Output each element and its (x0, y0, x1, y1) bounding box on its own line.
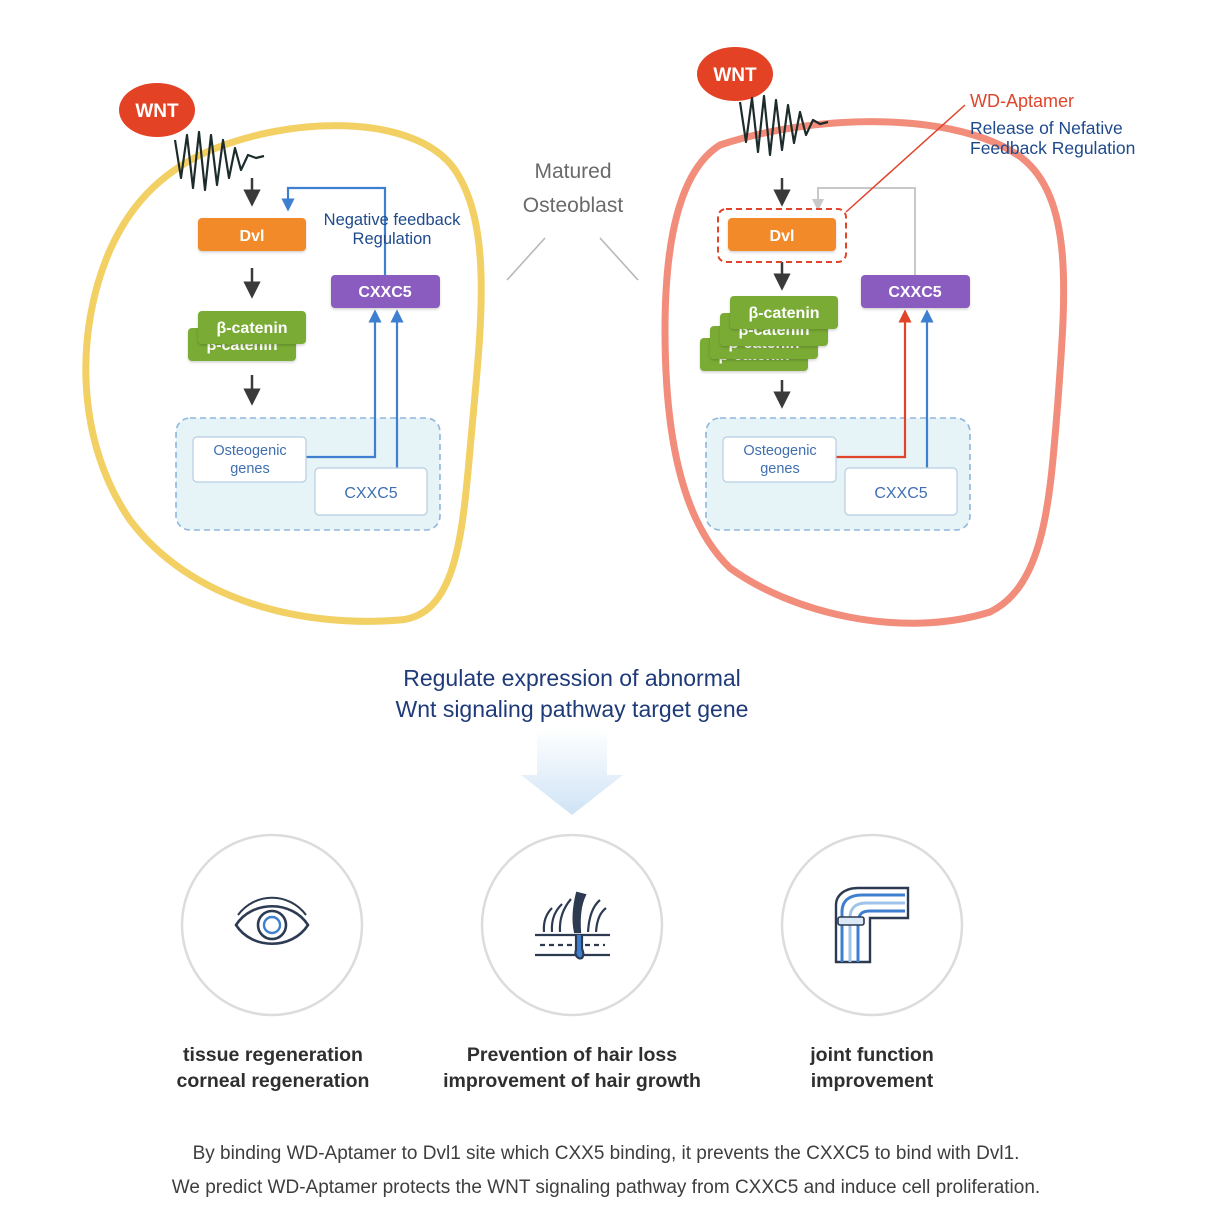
left-osteo-line2: genes (230, 461, 270, 477)
right-osteo-to-cxxc5-arrow (835, 309, 912, 459)
left-cxxc5-gene-label: CXXC5 (344, 485, 397, 502)
center-line2: Osteoblast (523, 194, 624, 217)
left-cell: WNT Dvl β-catenin β-catenin CXXC5 Negati… (82, 83, 485, 625)
left-osteo-to-cxxc5-arrow (305, 309, 382, 459)
benefit-hair (480, 833, 664, 1017)
left-cxxc5-gene-box (314, 467, 428, 516)
left-feedback-arrow (281, 186, 387, 275)
left-dvl-box (198, 218, 306, 251)
footer-line1: By binding WD-Aptamer to Dvl1 site which… (192, 1143, 1020, 1164)
benefit-caption-line2: improvement of hair growth (443, 1070, 701, 1092)
center-pointer-left (506, 237, 546, 281)
benefit-caption-line2: corneal regeneration (177, 1070, 370, 1092)
right-osteogenic-genes-box (722, 436, 837, 483)
left-cxxc5-box (331, 275, 440, 308)
right-wnt-badge (697, 47, 773, 101)
left-cxxc5-label: CXXC5 (358, 284, 411, 301)
benefit-caption-line1: Prevention of hair loss (467, 1044, 677, 1066)
right-cxxc5-gene-box (844, 467, 958, 516)
right-dvl-box (728, 218, 836, 251)
regulate-section: Regulate expression of abnormal Wnt sign… (396, 665, 749, 815)
right-osteo-line2: genes (760, 461, 800, 477)
eye-icon (234, 896, 310, 946)
left-osteogenic-genes-box (192, 436, 307, 483)
right-receptor-icon (738, 94, 829, 157)
center-line1: Matured (534, 160, 611, 183)
hair-follicle-icon (535, 891, 610, 960)
center-pointer-right (599, 237, 639, 281)
benefit-circle (180, 833, 364, 1017)
down-arrow-icon (521, 728, 623, 815)
left-feedback-line1: Negative feedback (324, 211, 461, 229)
right-osteo-line1: Osteogenic (743, 443, 816, 459)
right-catenin-front-box (730, 296, 838, 329)
right-cxxc5-box (861, 275, 970, 308)
left-catenin-front-box (198, 311, 306, 344)
right-cxxc5-gene-label: CXXC5 (874, 485, 927, 502)
right-wnt-label: WNT (713, 65, 757, 86)
right-release-line1: Release of Nefative (970, 118, 1123, 138)
benefit-joint (780, 833, 964, 1017)
benefit-caption-line2: improvement (811, 1070, 934, 1092)
left-wnt-badge (119, 83, 195, 137)
benefit-caption-line1: joint function (809, 1044, 933, 1066)
benefit-circle (780, 833, 964, 1017)
benefit-captions: tissue regeneration corneal regeneration… (177, 1044, 934, 1092)
regulate-line1: Regulate expression of abnormal (403, 665, 741, 691)
right-catenin-front-label: β-catenin (748, 305, 819, 322)
benefit-eye (180, 833, 364, 1017)
right-release-line2: Feedback Regulation (970, 138, 1135, 158)
left-receptor-icon (173, 130, 265, 192)
benefit-circle (480, 833, 664, 1017)
left-catenin-front-label: β-catenin (216, 320, 287, 337)
footer-line2: We predict WD-Aptamer protects the WNT s… (171, 1177, 1041, 1198)
knee-joint-icon (834, 886, 910, 964)
right-cell-membrane (661, 118, 1068, 627)
right-blocked-feedback-arrow (812, 187, 916, 275)
left-wnt-label: WNT (135, 101, 179, 122)
center-label: Matured Osteoblast (506, 160, 639, 281)
left-osteo-line1: Osteogenic (213, 443, 286, 459)
right-dvl-label: Dvl (770, 228, 795, 245)
right-cxxc5-label: CXXC5 (888, 284, 941, 301)
right-cell: WNT Dvl WD-Aptamer Release of Nefative F… (661, 47, 1135, 627)
left-feedback-line2: Regulation (353, 230, 432, 248)
benefit-caption-line1: tissue regeneration (183, 1044, 363, 1066)
right-aptamer-label: WD-Aptamer (970, 91, 1074, 111)
left-dvl-label: Dvl (240, 228, 265, 245)
regulate-line2: Wnt signaling pathway target gene (396, 696, 749, 722)
left-cell-membrane (82, 122, 485, 625)
right-aptamer-pointer (845, 104, 966, 213)
